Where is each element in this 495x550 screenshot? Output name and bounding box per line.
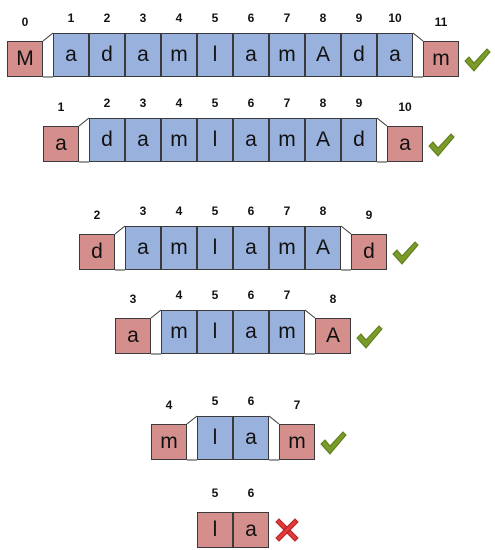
index-label: 4: [175, 11, 183, 25]
index-label: 8: [319, 96, 327, 110]
index-label: 5: [211, 394, 219, 408]
index-label: 3: [139, 11, 147, 25]
middle-cell: l: [197, 118, 233, 162]
index-label: 10: [398, 100, 412, 114]
end-cell: a: [115, 318, 151, 354]
index-label: 7: [283, 288, 291, 302]
end-cell: m: [279, 424, 315, 460]
end-cell: a: [387, 126, 423, 162]
index-label: 6: [247, 486, 255, 500]
middle-cell: m: [269, 310, 305, 354]
middle-cell: d: [341, 33, 377, 77]
index-label: 10: [388, 11, 402, 25]
end-cell: a: [43, 126, 79, 162]
index-label: 4: [175, 204, 183, 218]
end-cell: m: [423, 41, 459, 77]
end-cell: d: [351, 234, 387, 270]
middle-cell: l: [197, 310, 233, 354]
index-label: 9: [365, 208, 373, 222]
middle-cell: m: [269, 33, 305, 77]
index-label: 4: [165, 398, 173, 412]
index-label: 8: [319, 11, 327, 25]
index-label: 4: [175, 288, 183, 302]
middle-cell: m: [161, 118, 197, 162]
index-label: 2: [103, 11, 111, 25]
index-label: 9: [355, 96, 363, 110]
cross-icon: [275, 518, 299, 542]
end-cell: l: [197, 512, 233, 548]
index-label: 7: [283, 96, 291, 110]
middle-cell: d: [89, 118, 125, 162]
index-label: 11: [434, 15, 448, 29]
index-label: 5: [211, 486, 219, 500]
index-label: 2: [93, 208, 101, 222]
end-cell: A: [315, 318, 351, 354]
index-label: 0: [21, 15, 29, 29]
index-label: 6: [247, 204, 255, 218]
index-label: 3: [139, 96, 147, 110]
index-label: 5: [211, 204, 219, 218]
index-label: 6: [247, 96, 255, 110]
index-label: 6: [247, 288, 255, 302]
middle-cell: a: [233, 226, 269, 270]
check-icon: [428, 133, 455, 157]
middle-cell: m: [269, 226, 305, 270]
end-cell: m: [151, 424, 187, 460]
middle-cell: a: [125, 226, 161, 270]
middle-cell: m: [161, 310, 197, 354]
middle-cell: l: [197, 226, 233, 270]
middle-cell: m: [161, 33, 197, 77]
index-label: 6: [247, 11, 255, 25]
middle-cell: m: [269, 118, 305, 162]
end-cell: M: [7, 41, 43, 77]
end-cell: a: [233, 512, 269, 548]
index-label: 1: [57, 100, 65, 114]
middle-cell: A: [305, 118, 341, 162]
index-label: 8: [319, 204, 327, 218]
index-label: 3: [129, 292, 137, 306]
index-label: 3: [139, 204, 147, 218]
middle-cell: a: [125, 33, 161, 77]
index-label: 7: [293, 398, 301, 412]
check-icon: [464, 48, 491, 72]
middle-cell: l: [197, 33, 233, 77]
middle-cell: d: [89, 33, 125, 77]
middle-cell: a: [125, 118, 161, 162]
index-label: 2: [103, 96, 111, 110]
middle-cell: l: [197, 416, 233, 460]
middle-cell: m: [161, 226, 197, 270]
index-label: 5: [211, 288, 219, 302]
index-label: 5: [211, 96, 219, 110]
check-icon: [392, 241, 419, 265]
index-label: 7: [283, 11, 291, 25]
middle-cell: a: [233, 310, 269, 354]
middle-cell: a: [233, 118, 269, 162]
index-label: 8: [329, 292, 337, 306]
middle-cell: a: [53, 33, 89, 77]
index-label: 6: [247, 394, 255, 408]
middle-cell: d: [341, 118, 377, 162]
check-icon: [320, 431, 347, 455]
middle-cell: A: [305, 33, 341, 77]
middle-cell: A: [305, 226, 341, 270]
middle-cell: a: [233, 416, 269, 460]
check-icon: [356, 325, 383, 349]
index-label: 4: [175, 96, 183, 110]
index-label: 1: [67, 11, 75, 25]
index-label: 7: [283, 204, 291, 218]
middle-cell: a: [377, 33, 413, 77]
index-label: 9: [355, 11, 363, 25]
end-cell: d: [79, 234, 115, 270]
middle-cell: a: [233, 33, 269, 77]
index-label: 5: [211, 11, 219, 25]
